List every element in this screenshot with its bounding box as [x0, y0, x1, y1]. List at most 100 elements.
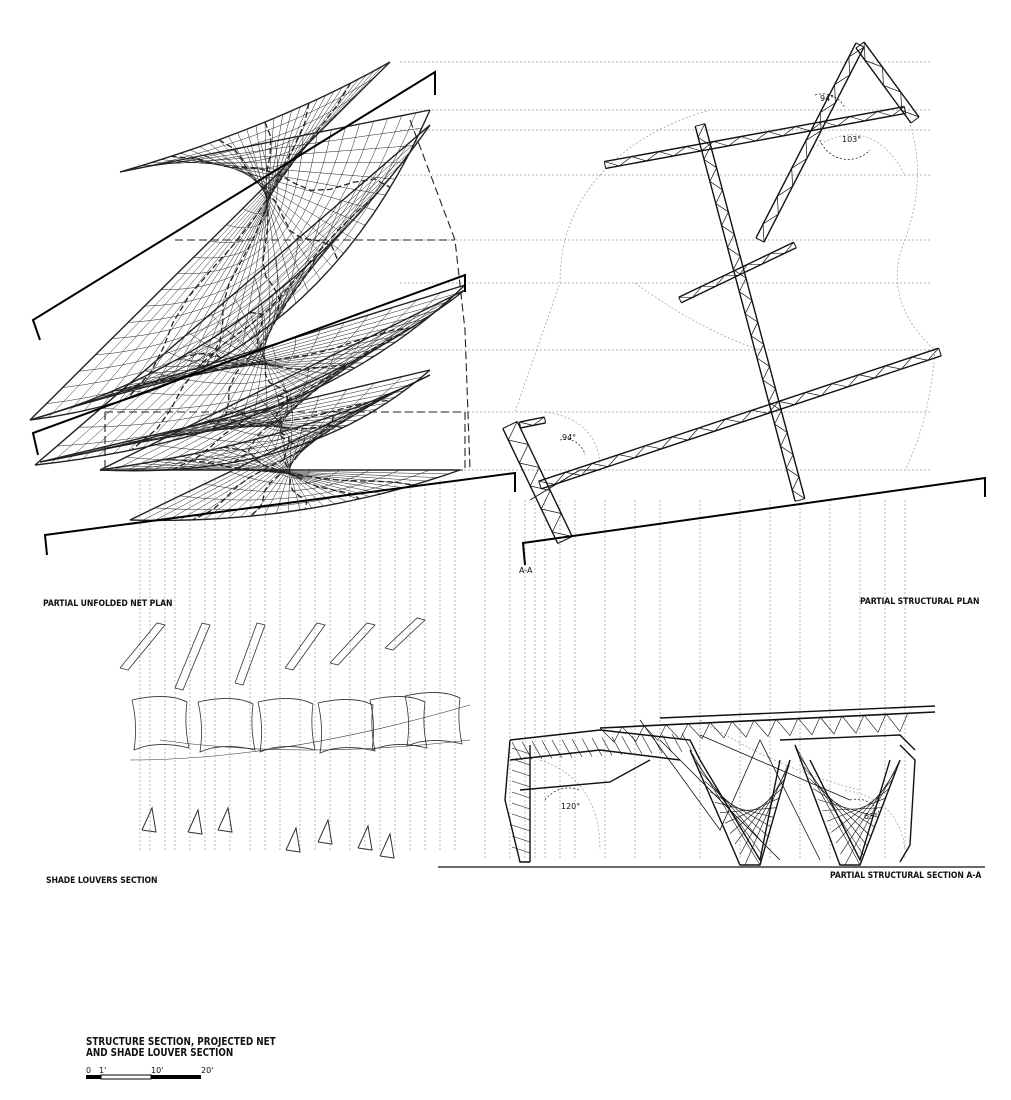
section-web [601, 737, 613, 756]
louver-blade-middle [257, 698, 316, 753]
net-col-line [119, 109, 431, 173]
scale-bar-segment [151, 1075, 201, 1079]
truss-web [519, 416, 545, 426]
section-top-chord-right [779, 734, 916, 751]
section-web [511, 747, 531, 755]
section-web [744, 759, 791, 866]
louvers-section-label: SHADE LOUVERS SECTION [46, 876, 158, 886]
truss-end [502, 421, 518, 429]
structural-section-aa [438, 705, 985, 868]
net-rib-line [172, 329, 409, 471]
section-web [511, 741, 523, 761]
section-web [687, 722, 711, 740]
truss-chord [678, 241, 795, 298]
structural-plan-label: PARTIAL STRUCTURAL PLAN [860, 597, 980, 607]
louver-blade-bottom [285, 826, 301, 853]
net-plan-label: PARTIAL UNFOLDED NET PLAN [43, 599, 173, 609]
section-leg-left [504, 739, 530, 863]
net-col-line [29, 61, 391, 421]
net-col-line [246, 129, 297, 304]
section-web [665, 723, 689, 741]
louver-guide [159, 739, 471, 751]
net-col-line [228, 110, 292, 354]
section-web [739, 769, 788, 855]
net-col-line [151, 91, 335, 391]
section-web [621, 736, 633, 755]
net-col-line [262, 401, 297, 447]
truss-end [538, 481, 542, 489]
section-web [671, 733, 683, 753]
angle-arc [814, 93, 846, 109]
net-col-line [57, 376, 422, 460]
section-web [511, 824, 531, 832]
section-web [719, 807, 777, 813]
section-aa-label: PARTIAL STRUCTURAL SECTION A-A [830, 871, 982, 881]
plan-beam-lower [538, 347, 942, 490]
projection-arc [539, 759, 601, 851]
cut-marker-label: A-A [519, 566, 533, 575]
truss-end [678, 297, 682, 303]
section-web [521, 741, 533, 760]
truss-end [543, 416, 547, 424]
cut-line-top [31, 70, 436, 341]
net-col-line [228, 136, 321, 280]
shade-louvers-section [119, 617, 471, 859]
net-rib-line [275, 395, 294, 449]
net-col-line [124, 403, 387, 445]
net-col-line [226, 329, 306, 395]
truss-chord [604, 105, 905, 163]
angle-label-left-corner: 94° [562, 433, 577, 442]
section-web [511, 846, 531, 854]
net-col-line [172, 234, 340, 441]
truss-web [697, 123, 805, 499]
louver-blade-top [329, 622, 376, 666]
section-web [661, 734, 673, 753]
net-rib-line [193, 395, 384, 521]
scale-bar [86, 1074, 201, 1080]
louver-guide [129, 704, 471, 761]
net-rib-line [203, 419, 343, 430]
net-col-line [84, 74, 367, 411]
louver-blade-middle [369, 696, 428, 751]
net-panel-top [29, 61, 431, 421]
net-col-line [213, 265, 308, 430]
net-col-line [276, 425, 304, 514]
net-rib-line [223, 446, 360, 500]
net-rib-line [205, 102, 310, 367]
truss-chord [516, 421, 573, 537]
section-web [511, 802, 531, 810]
scale-tick-20: 20' [201, 1066, 214, 1075]
truss-end [903, 106, 907, 114]
section-web [724, 797, 780, 824]
net-rib-line [279, 431, 308, 510]
truss-end [518, 421, 522, 429]
net-col-line [233, 412, 318, 440]
net-col-line [99, 289, 466, 471]
net-col-line [199, 146, 355, 240]
angle-arc [559, 438, 586, 456]
net-col-line [140, 314, 432, 472]
section-web [511, 835, 531, 843]
section-web [511, 791, 531, 799]
net-col-line [130, 127, 422, 170]
angle-arc [849, 798, 881, 816]
net-row-line [111, 124, 360, 339]
plan-brace-upper [755, 42, 865, 243]
net-col-line [183, 99, 318, 378]
plan-brace-arm [678, 241, 797, 304]
section-web [822, 807, 882, 811]
cut-line-bottom [43, 471, 516, 556]
plan-cap [518, 416, 547, 429]
plan-corner-lower [502, 421, 573, 544]
net-rib-line [170, 155, 391, 191]
section-web [571, 738, 583, 758]
truss-end [938, 348, 942, 356]
scale-bar-segment [86, 1075, 101, 1079]
section-web [591, 737, 603, 757]
net-frame-dashed [409, 119, 471, 471]
net-col-line [126, 306, 444, 472]
net-rib-line [212, 258, 316, 430]
section-web [511, 813, 531, 821]
net-rib-line [126, 82, 352, 400]
